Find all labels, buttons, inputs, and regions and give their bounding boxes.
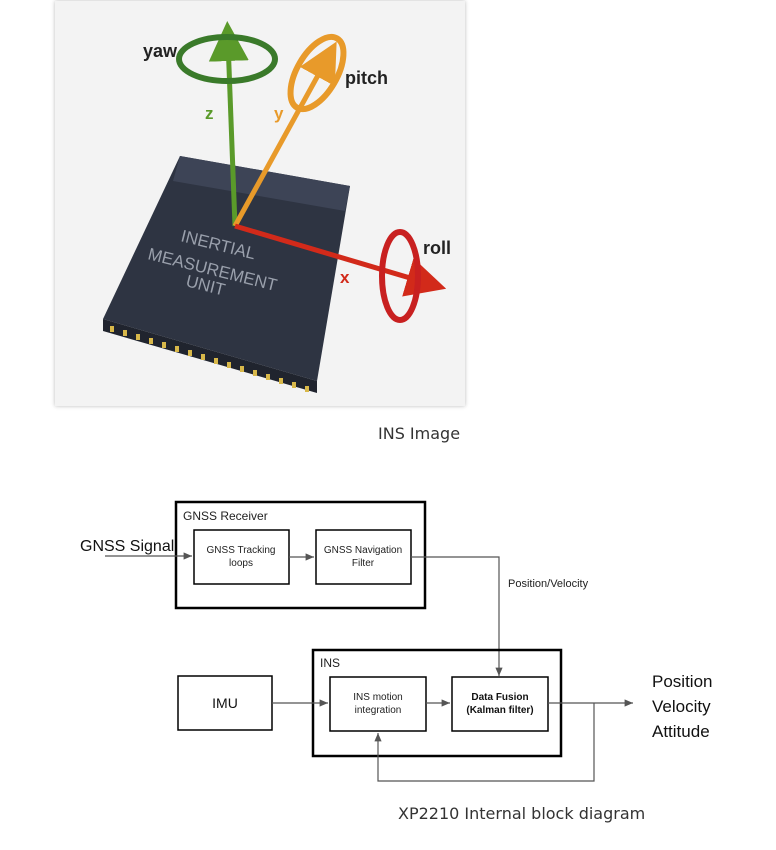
z-axis-arrow [208, 21, 249, 227]
x-label: x [340, 268, 350, 287]
photo-caption: INS Image [378, 424, 461, 443]
yaw-ring [176, 34, 278, 84]
data-fusion-box [451, 676, 549, 732]
gnss-tracking-box [193, 529, 290, 585]
position-velocity-arrow [411, 556, 503, 676]
gnss-nav-filter-box [315, 529, 412, 585]
data-fusion-line-2: (Kalman filter) [466, 705, 533, 716]
gnss-receiver-label: GNSS Receiver [183, 509, 268, 523]
data-fusion-line-1: Data Fusion [471, 692, 528, 703]
block-diagram: GNSS Receiver GNSS Tracking loops GNSS N… [80, 500, 712, 782]
y-label: y [274, 104, 284, 123]
imu-illustration: INERTIAL MEASUREMENT UNIT yaw pitch roll… [103, 21, 451, 393]
roll-label: roll [423, 238, 451, 258]
ins-motion-line-1: INS motion [353, 692, 402, 703]
output-position: Position [652, 672, 712, 691]
pitch-label: pitch [345, 68, 388, 88]
yaw-label: yaw [143, 41, 178, 61]
ins-motion-box [329, 676, 427, 732]
ins-label: INS [320, 656, 340, 670]
ins-motion-line-2: integration [355, 705, 402, 716]
diagram-caption: XP2210 Internal block diagram [398, 804, 646, 823]
imu-photo: INERTIAL MEASUREMENT UNIT yaw pitch roll… [55, 1, 465, 406]
z-label: z [205, 104, 214, 123]
gnss-tracking-line-1: GNSS Tracking [207, 545, 276, 556]
pitch-ring [287, 33, 347, 113]
roll-ring [379, 229, 421, 323]
gnss-signal-label: GNSS Signal [80, 538, 174, 555]
position-velocity-label: Position/Velocity [508, 578, 589, 590]
chip: INERTIAL MEASUREMENT UNIT [103, 156, 350, 393]
gnss-receiver-box [174, 500, 427, 610]
gnss-nav-filter-line-1: GNSS Navigation [324, 545, 402, 556]
gnss-nav-filter-line-2: Filter [352, 558, 375, 569]
output-velocity: Velocity [652, 697, 711, 716]
feedback-arrow [374, 703, 595, 782]
output-attitude: Attitude [652, 722, 710, 741]
gnss-tracking-line-2: loops [229, 558, 253, 569]
y-axis-arrow [232, 41, 337, 228]
imu-label: IMU [212, 695, 238, 711]
x-axis-arrow [234, 223, 447, 297]
